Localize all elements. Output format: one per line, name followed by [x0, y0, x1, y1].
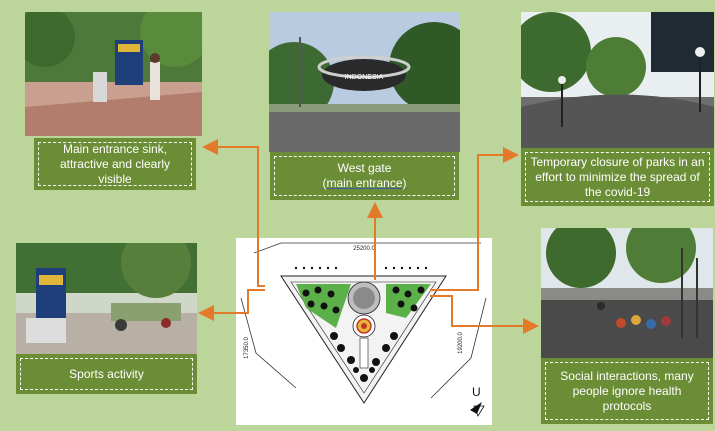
north-arrow-icon: [470, 402, 485, 417]
caption-main-entrance: Main entrance sink, attractive and clear…: [34, 138, 196, 190]
caption-west-gate-text: West gate (main entrance): [274, 156, 455, 196]
dim-right-label: 19200.0: [458, 332, 464, 354]
site-plan: 25200.0 17350.0 19200.0 U: [236, 238, 492, 425]
caption-main-entrance-text: Main entrance sink, attractive and clear…: [38, 142, 192, 186]
photo-west-gate: INDONESIA: [269, 12, 460, 152]
photo-social: [541, 228, 713, 358]
caption-west-gate-line2: (main entrance): [322, 176, 407, 190]
caption-social: Social interactions, many people ignore …: [541, 358, 713, 424]
caption-sports: Sports activity: [16, 354, 197, 394]
dim-top-label: 25200.0: [353, 246, 375, 252]
dim-left-label: 17350.0: [244, 337, 250, 359]
photo-sports: [16, 243, 197, 354]
gate-sign-text: INDONESIA: [345, 74, 384, 81]
caption-sports-text: Sports activity: [20, 358, 193, 390]
north-label: U: [472, 385, 481, 399]
caption-west-gate-line1: West gate: [337, 161, 392, 175]
photo-main-entrance: [25, 12, 202, 136]
caption-west-gate: West gate (main entrance): [270, 152, 459, 200]
caption-social-text: Social interactions, many people ignore …: [545, 362, 709, 420]
caption-closure: Temporary closure of parks in an effort …: [521, 148, 714, 206]
photo-closure: [521, 12, 714, 148]
caption-closure-text: Temporary closure of parks in an effort …: [525, 152, 710, 202]
